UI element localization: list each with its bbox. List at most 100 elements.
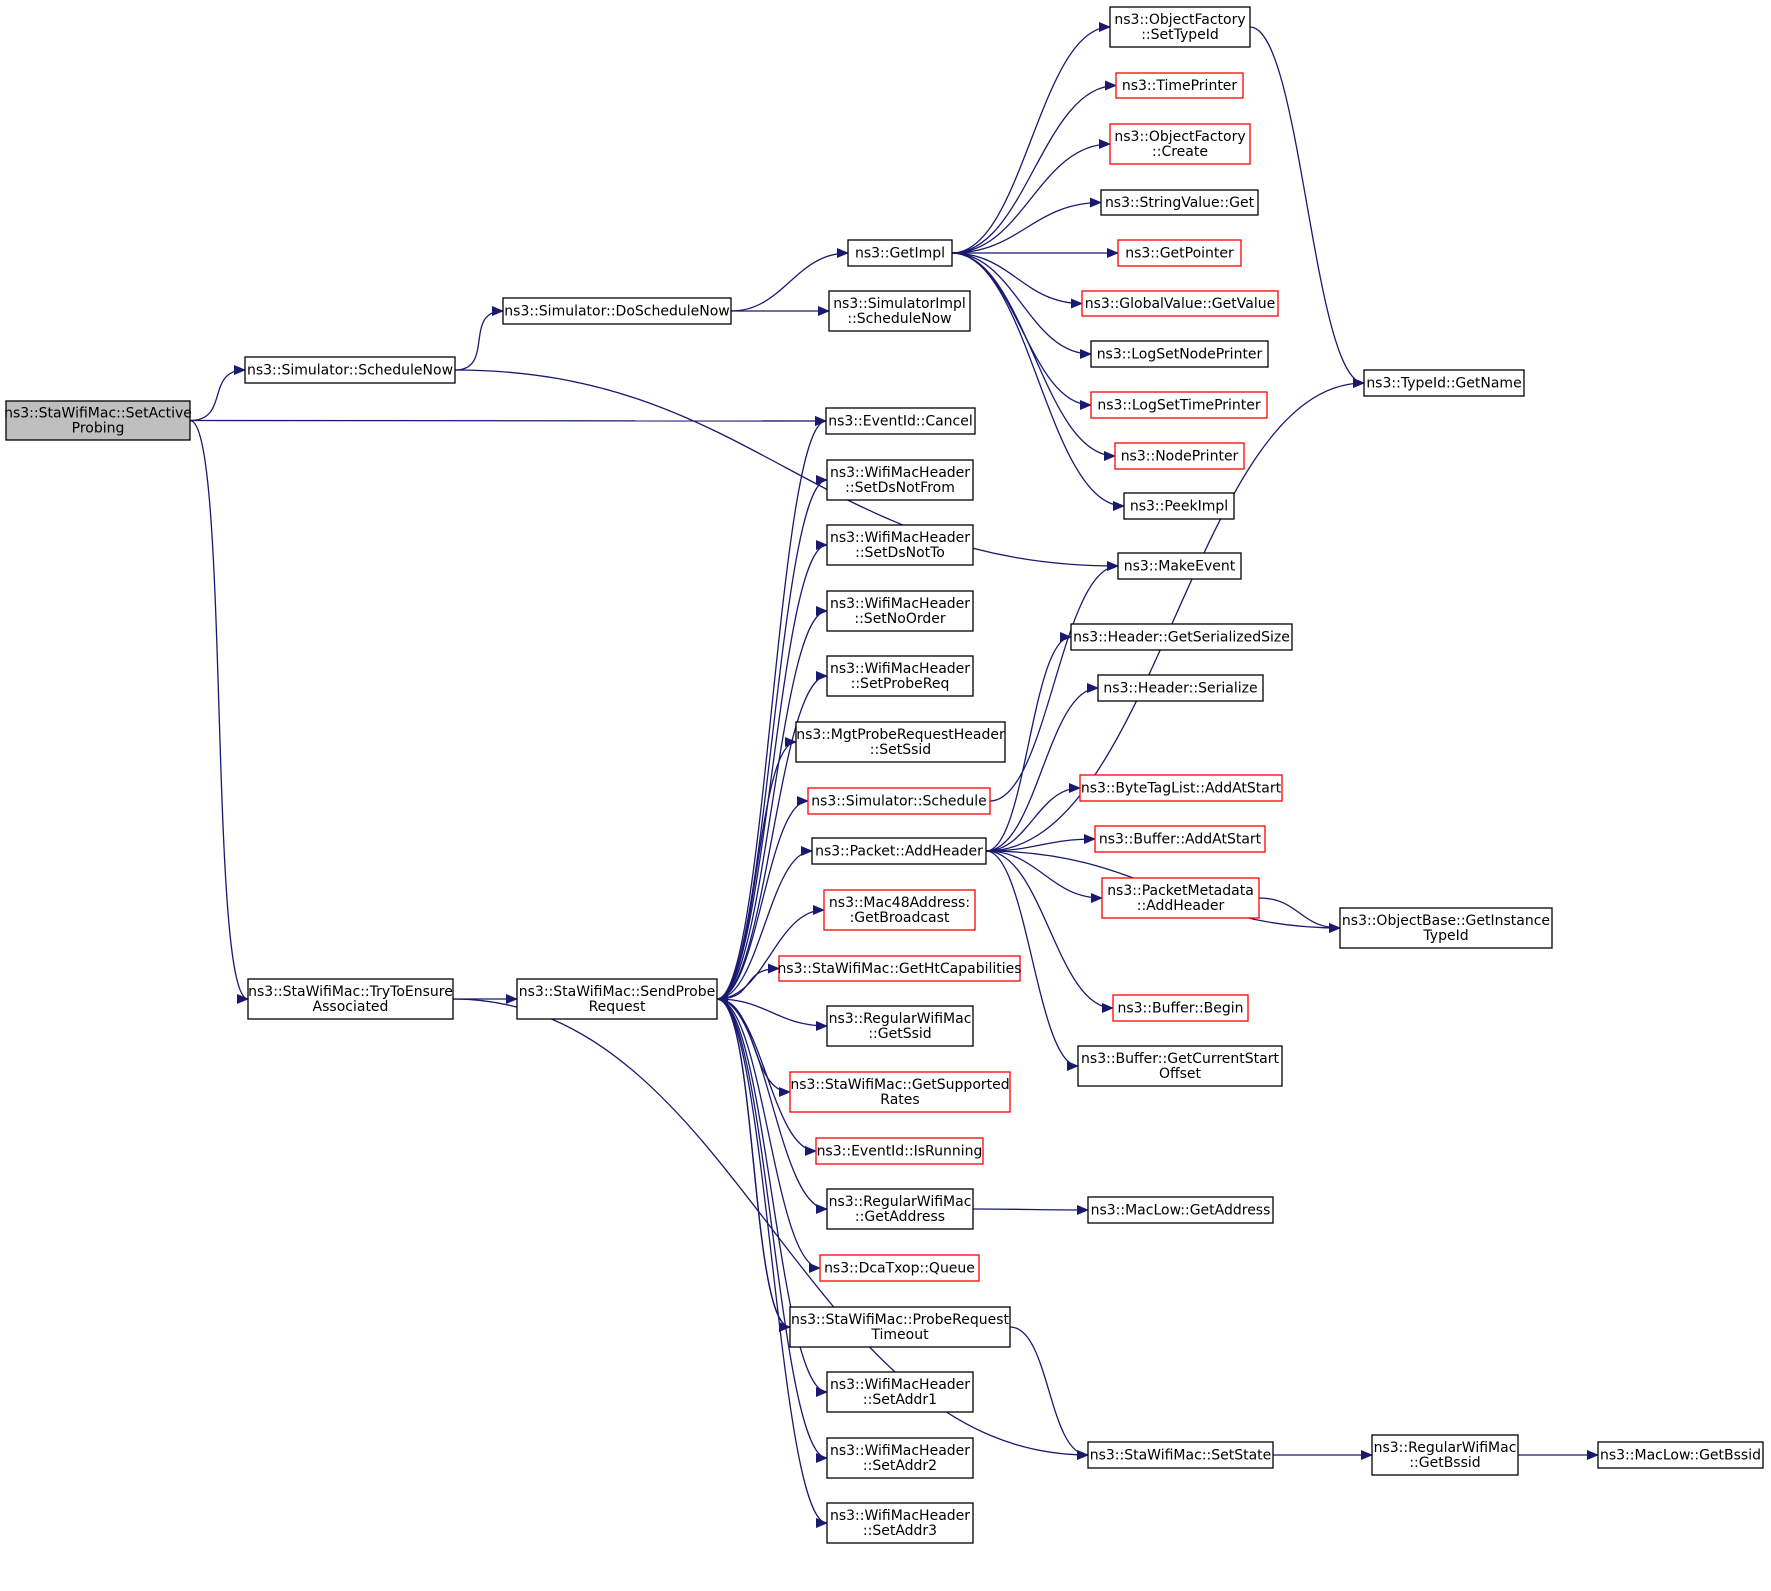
node-header-serialize[interactable]: ns3::Header::Serialize xyxy=(1097,674,1264,702)
node-rwm-get-address[interactable]: ns3::RegularWifiMac::GetAddress xyxy=(826,1188,974,1230)
edge-send-probe-req-to-rwm-get-ssid xyxy=(716,998,828,1031)
node-log-set-node-printer[interactable]: ns3::LogSetNodePrinter xyxy=(1090,340,1269,368)
node-buffer-add-at-start[interactable]: ns3::Buffer::AddAtStart xyxy=(1094,825,1266,853)
node-frame xyxy=(1070,623,1293,651)
node-label: ns3::EventId::Cancel xyxy=(828,414,973,430)
node-get-ht-cap[interactable]: ns3::StaWifiMac::GetHtCapabilities xyxy=(777,955,1022,982)
node-label: ns3::PacketMetadata xyxy=(1107,883,1254,899)
node-mac-low-get-bssid[interactable]: ns3::MacLow::GetBssid xyxy=(1597,1441,1764,1469)
node-header-get-ser-size[interactable]: ns3::Header::GetSerializedSize xyxy=(1070,623,1293,651)
node-buffer-begin[interactable]: ns3::Buffer::Begin xyxy=(1112,994,1249,1022)
edge-send-probe-req-to-set-no-order xyxy=(716,606,828,1000)
node-sim-impl-schedule-now[interactable]: ns3::SimulatorImpl::ScheduleNow xyxy=(828,290,971,332)
node-label: ns3::GlobalValue::GetValue xyxy=(1085,296,1275,312)
node-log-set-time-printer[interactable]: ns3::LogSetTimePrinter xyxy=(1090,391,1268,419)
node-event-id-is-running[interactable]: ns3::EventId::IsRunning xyxy=(815,1137,984,1165)
node-frame xyxy=(516,978,718,1020)
node-set-state[interactable]: ns3::StaWifiMac::SetState xyxy=(1087,1441,1274,1469)
node-make-event[interactable]: ns3::MakeEvent xyxy=(1117,552,1242,580)
node-rwm-get-bssid[interactable]: ns3::RegularWifiMac::GetBssid xyxy=(1371,1434,1519,1476)
node-label: ::SetAddr1 xyxy=(863,1392,937,1408)
node-label: Probing xyxy=(72,421,125,437)
node-frame xyxy=(778,955,1021,982)
node-label: ::SetNoOrder xyxy=(854,611,945,627)
node-schedule-now[interactable]: ns3::Simulator::ScheduleNow xyxy=(244,356,456,384)
node-mgt-set-ssid[interactable]: ns3::MgtProbeRequestHeader::SetSsid xyxy=(795,721,1006,763)
node-pm-add-header[interactable]: ns3::PacketMetadata::AddHeader xyxy=(1101,877,1260,919)
node-label: ::SetTypeId xyxy=(1141,27,1219,43)
node-label: ::AddHeader xyxy=(1137,898,1225,914)
node-label: ::SetAddr2 xyxy=(863,1458,937,1474)
node-peek-impl[interactable]: ns3::PeekImpl xyxy=(1123,492,1235,520)
node-get-impl[interactable]: ns3::GetImpl xyxy=(847,239,953,267)
node-label: ::GetSsid xyxy=(868,1026,931,1042)
node-set-addr3[interactable]: ns3::WifiMacHeader::SetAddr3 xyxy=(826,1502,974,1544)
node-global-value-get[interactable]: ns3::GlobalValue::GetValue xyxy=(1081,290,1279,317)
node-frame xyxy=(826,655,974,697)
node-of-create[interactable]: ns3::ObjectFactory::Create xyxy=(1109,123,1251,165)
node-label: ns3::NodePrinter xyxy=(1121,449,1239,465)
edge-send-probe-req-to-sim-schedule xyxy=(716,796,809,1000)
node-label: ::Create xyxy=(1152,144,1208,160)
node-mac-low-get-address[interactable]: ns3::MacLow::GetAddress xyxy=(1087,1196,1274,1224)
node-frame xyxy=(826,590,974,632)
node-label: ns3::StaWifiMac::GetSupported xyxy=(790,1077,1009,1093)
edge-do-schedule-now-to-get-impl xyxy=(730,248,849,312)
node-byte-tag-add-at-start[interactable]: ns3::ByteTagList::AddAtStart xyxy=(1079,774,1283,802)
node-set-probe-req[interactable]: ns3::WifiMacHeader::SetProbeReq xyxy=(826,655,974,697)
node-label: ns3::MacLow::GetAddress xyxy=(1091,1203,1271,1219)
node-frame xyxy=(789,1306,1011,1348)
node-set-addr1[interactable]: ns3::WifiMacHeader::SetAddr1 xyxy=(826,1371,974,1413)
node-frame xyxy=(1090,340,1269,368)
node-frame xyxy=(826,1005,974,1047)
edge-packet-add-header-to-type-id-get-name xyxy=(985,378,1365,852)
node-label: ns3::WifiMacHeader xyxy=(830,530,970,546)
edge-set-active-to-try-to-ensure xyxy=(189,419,249,1004)
node-label: ns3::WifiMacHeader xyxy=(830,596,970,612)
node-string-value-get[interactable]: ns3::StringValue::Get xyxy=(1100,189,1259,216)
node-label: ::SetDsNotTo xyxy=(855,545,945,561)
node-frame xyxy=(815,1137,984,1165)
node-time-printer[interactable]: ns3::TimePrinter xyxy=(1115,72,1244,99)
edge-get-impl-to-log-set-node-printer xyxy=(951,252,1092,359)
node-set-ds-not-to[interactable]: ns3::WifiMacHeader::SetDsNotTo xyxy=(826,524,974,566)
node-frame xyxy=(826,1371,974,1413)
edge-schedule-now-to-do-schedule-now xyxy=(454,306,504,371)
node-frame xyxy=(1097,674,1264,702)
node-packet-add-header[interactable]: ns3::Packet::AddHeader xyxy=(811,837,987,865)
node-dca-queue[interactable]: ns3::DcaTxop::Queue xyxy=(819,1254,980,1282)
node-frame xyxy=(1109,6,1251,48)
edge-send-probe-req-to-set-ds-not-from xyxy=(716,475,828,1000)
node-frame xyxy=(1597,1441,1764,1469)
node-set-no-order[interactable]: ns3::WifiMacHeader::SetNoOrder xyxy=(826,590,974,632)
node-set-ds-not-from[interactable]: ns3::WifiMacHeader::SetDsNotFrom xyxy=(826,459,974,501)
node-type-id-get-name[interactable]: ns3::TypeId::GetName xyxy=(1363,369,1525,397)
node-label: Request xyxy=(589,999,646,1015)
node-get-pointer[interactable]: ns3::GetPointer xyxy=(1117,239,1242,267)
node-label: Rates xyxy=(880,1092,919,1108)
node-event-id-cancel[interactable]: ns3::EventId::Cancel xyxy=(825,407,976,435)
node-label: ns3::StaWifiMac::SetState xyxy=(1090,1448,1272,1464)
node-of-set-type-id[interactable]: ns3::ObjectFactory::SetTypeId xyxy=(1109,6,1251,48)
node-set-addr2[interactable]: ns3::WifiMacHeader::SetAddr2 xyxy=(826,1437,974,1479)
node-frame xyxy=(807,787,991,815)
node-mac48-get-broadcast[interactable]: ns3::Mac48Address::GetBroadcast xyxy=(823,889,976,931)
node-label: ns3::WifiMacHeader xyxy=(830,1508,970,1524)
node-do-schedule-now[interactable]: ns3::Simulator::DoScheduleNow xyxy=(502,297,732,325)
node-sim-schedule[interactable]: ns3::Simulator::Schedule xyxy=(807,787,991,815)
edge-get-impl-to-time-printer xyxy=(951,80,1117,254)
node-label: ns3::RegularWifiMac xyxy=(829,1011,972,1027)
node-node-printer[interactable]: ns3::NodePrinter xyxy=(1114,442,1245,470)
node-rwm-get-ssid[interactable]: ns3::RegularWifiMac::GetSsid xyxy=(826,1005,974,1047)
node-label: ns3::LogSetNodePrinter xyxy=(1097,347,1263,363)
node-label: ns3::RegularWifiMac xyxy=(829,1194,972,1210)
edge-send-probe-req-to-rwm-get-address xyxy=(716,998,828,1214)
